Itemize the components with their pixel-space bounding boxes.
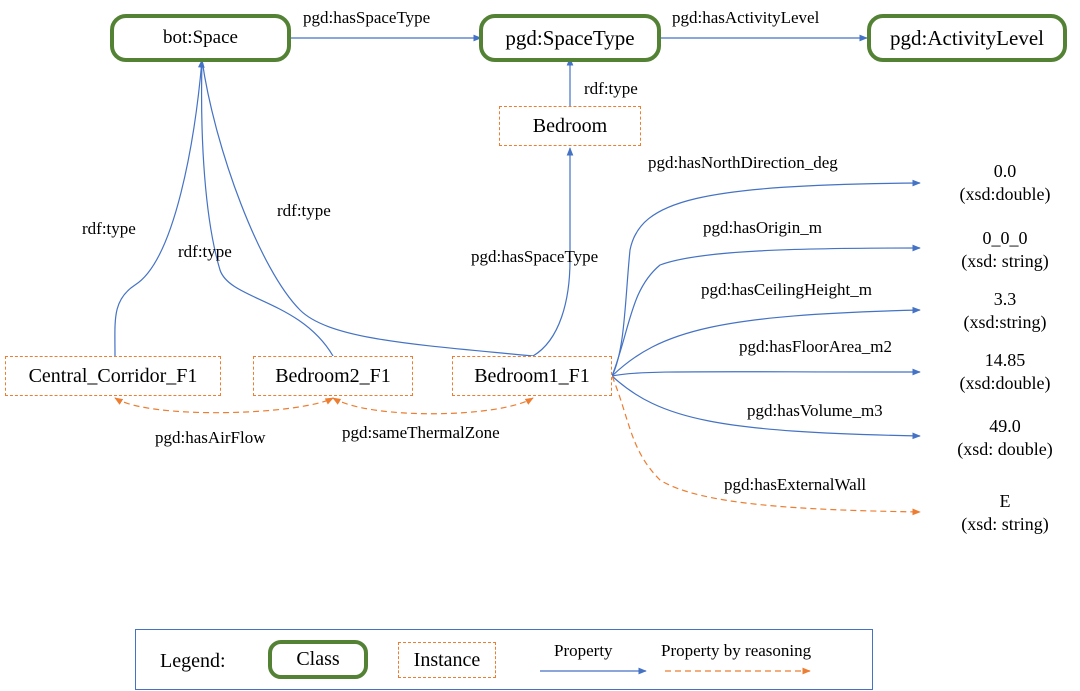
literal-type: (xsd:double) xyxy=(959,373,1051,393)
class-space-type: pgd:SpaceType xyxy=(479,14,661,62)
legend-class-swatch: Class xyxy=(268,640,368,679)
edge-hasFloorArea xyxy=(611,368,921,377)
instance-central-corridor: Central_Corridor_F1 xyxy=(5,356,221,396)
instance-bedroom1: Bedroom1_F1 xyxy=(452,356,612,396)
edge-rdftype-bedroom2 xyxy=(200,59,334,357)
instance-central-corridor-label: Central_Corridor_F1 xyxy=(28,364,198,387)
legend-instance-label: Instance xyxy=(413,648,481,671)
instance-bedroom1-label: Bedroom1_F1 xyxy=(474,364,590,387)
literal-type: (xsd: string) xyxy=(961,514,1049,534)
instance-bedroom-label: Bedroom xyxy=(532,114,608,137)
class-activity-level-label: pgd:ActivityLevel xyxy=(890,25,1044,50)
label-has-external-wall: pgd:hasExternalWall xyxy=(724,475,867,494)
label-has-space-type-top: pgd:hasSpaceType xyxy=(303,8,431,27)
literal-type: (xsd: double) xyxy=(957,439,1053,459)
instance-bedroom2-label: Bedroom2_F1 xyxy=(275,364,391,387)
legend xyxy=(135,629,873,690)
edge-rdftype-corridor xyxy=(114,59,205,357)
literal-north-direction: 0.0 (xsd:double) xyxy=(940,160,1070,206)
class-activity-level: pgd:ActivityLevel xyxy=(867,14,1067,62)
edge-sameThermalZone xyxy=(332,397,534,415)
label-has-origin: pgd:hasOrigin_m xyxy=(703,218,822,237)
literal-value: 14.85 xyxy=(984,350,1026,370)
legend-reasoning-label: Property by reasoning xyxy=(661,641,812,660)
edge-hasNorthDirection xyxy=(611,179,921,377)
literal-floor-area: 14.85 (xsd:double) xyxy=(940,349,1070,395)
label-has-ceiling-height: pgd:hasCeilingHeight_m xyxy=(701,280,872,299)
edge-hasVolume xyxy=(611,375,921,440)
label-has-activity-level: pgd:hasActivityLevel xyxy=(672,8,820,27)
literal-type: (xsd: string) xyxy=(961,251,1049,271)
label-rdf-type-bedroom2: rdf:type xyxy=(178,242,232,261)
edge-rdftype-bedroom1 xyxy=(201,59,534,357)
edge-hasAirFlow xyxy=(114,397,334,414)
label-has-north-direction: pgd:hasNorthDirection_deg xyxy=(648,153,838,172)
edge-hasOrigin xyxy=(611,244,921,377)
label-has-space-type-bedroom1: pgd:hasSpaceType xyxy=(471,247,599,266)
label-has-air-flow: pgd:hasAirFlow xyxy=(155,428,266,447)
literal-type: (xsd:string) xyxy=(963,312,1047,332)
legend-class-label: Class xyxy=(296,648,340,670)
label-rdf-type-bedroom: rdf:type xyxy=(584,79,638,98)
label-has-volume: pgd:hasVolume_m3 xyxy=(747,401,883,420)
label-rdf-type-bedroom1: rdf:type xyxy=(277,201,331,220)
label-has-floor-area: pgd:hasFloorArea_m2 xyxy=(739,337,892,356)
instance-bedroom2: Bedroom2_F1 xyxy=(253,356,413,396)
literal-value: E xyxy=(999,491,1011,511)
literal-value: 0.0 xyxy=(993,161,1017,181)
literal-value: 3.3 xyxy=(993,289,1017,309)
edge-hasSpaceType-bedroom1 xyxy=(532,147,574,357)
edge-hasCeilingHeight xyxy=(611,306,921,377)
label-same-thermal-zone: pgd:sameThermalZone xyxy=(342,423,500,442)
legend-title: Legend: xyxy=(160,650,226,672)
literal-value: 49.0 xyxy=(989,416,1021,436)
label-rdf-type-corridor: rdf:type xyxy=(82,219,136,238)
literal-volume: 49.0 (xsd: double) xyxy=(940,415,1070,461)
instance-bedroom: Bedroom xyxy=(499,106,641,146)
literal-external-wall: E (xsd: string) xyxy=(940,490,1070,536)
class-bot-space: bot:Space xyxy=(110,14,291,62)
literal-value: 0_0_0 xyxy=(982,228,1028,248)
legend-instance-swatch: Instance xyxy=(398,642,496,678)
literal-ceiling-height: 3.3 (xsd:string) xyxy=(940,288,1070,334)
literal-origin: 0_0_0 (xsd: string) xyxy=(940,227,1070,273)
class-space-type-label: pgd:SpaceType xyxy=(505,25,635,50)
literal-type: (xsd:double) xyxy=(959,184,1051,204)
legend-property-label: Property xyxy=(554,641,613,660)
edge-hasExternalWall xyxy=(611,375,921,516)
class-bot-space-label: bot:Space xyxy=(163,27,238,48)
